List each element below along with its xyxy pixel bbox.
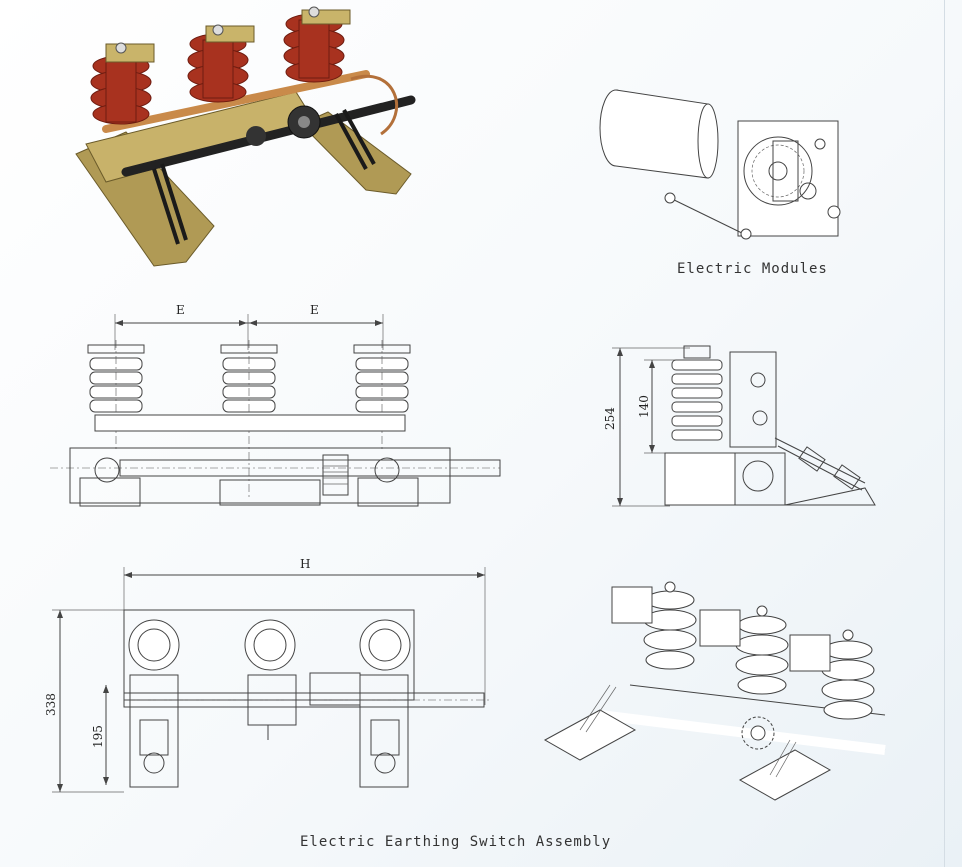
dim-254: 254: [603, 407, 617, 430]
plan-insulator-tops: [128, 619, 411, 671]
dim-338: 338: [44, 693, 58, 716]
switch-photo: [75, 6, 416, 267]
isometric-drawing: [543, 581, 886, 801]
plan-view-drawing: [52, 567, 490, 793]
insulator-red: [90, 13, 345, 125]
dim-195: 195: [91, 725, 105, 748]
caption-electric-modules: Electric Modules: [677, 261, 828, 277]
dim-h: H: [300, 557, 311, 571]
side-view-drawing: [612, 345, 876, 507]
caption-assembly: Electric Earthing Switch Assembly: [300, 834, 612, 850]
page-right-border: [944, 0, 945, 867]
front-insulators: [87, 340, 411, 500]
dim-140: 140: [637, 395, 651, 418]
front-view-drawing: [50, 314, 501, 507]
dim-e-right: E: [310, 303, 319, 317]
dim-e-left: E: [176, 303, 185, 317]
electric-module-drawing: [599, 89, 841, 240]
